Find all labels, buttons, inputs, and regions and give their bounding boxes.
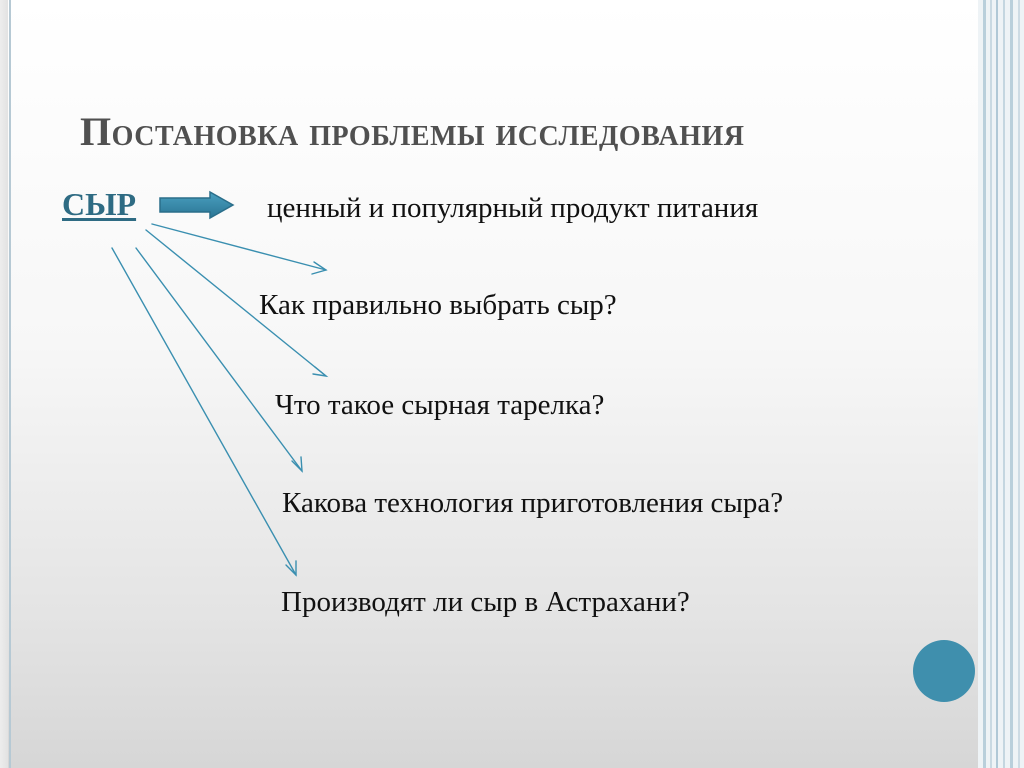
right-border-stripe — [1010, 0, 1013, 768]
arrow-to-question-1 — [151, 223, 328, 275]
block-arrow-icon — [159, 190, 235, 220]
right-border-stripe — [996, 0, 998, 768]
left-frame-decoration — [0, 0, 8, 768]
subject-label: СЫР — [62, 186, 137, 222]
arrow-to-question-3 — [135, 247, 303, 473]
right-border-stripe — [1018, 0, 1020, 768]
right-border-stripe — [990, 0, 992, 768]
slide-title: Постановка проблемы исследования — [80, 109, 745, 154]
arrow-to-question-2 — [145, 229, 329, 378]
question-1: Как правильно выбрать сыр? — [259, 289, 617, 321]
decorative-circle-icon — [913, 640, 975, 702]
right-border-stripe — [983, 0, 986, 768]
question-4: Производят ли сыр в Астрахани? — [281, 586, 690, 618]
question-3: Какова технология приготовления сыра? — [282, 487, 784, 519]
arrow-to-question-4 — [111, 247, 297, 577]
question-2: Что такое сырная тарелка? — [275, 389, 605, 421]
right-border-stripe — [1003, 0, 1005, 768]
left-border-line — [9, 0, 11, 768]
statement-text: ценный и популярный продукт питания — [267, 192, 759, 224]
